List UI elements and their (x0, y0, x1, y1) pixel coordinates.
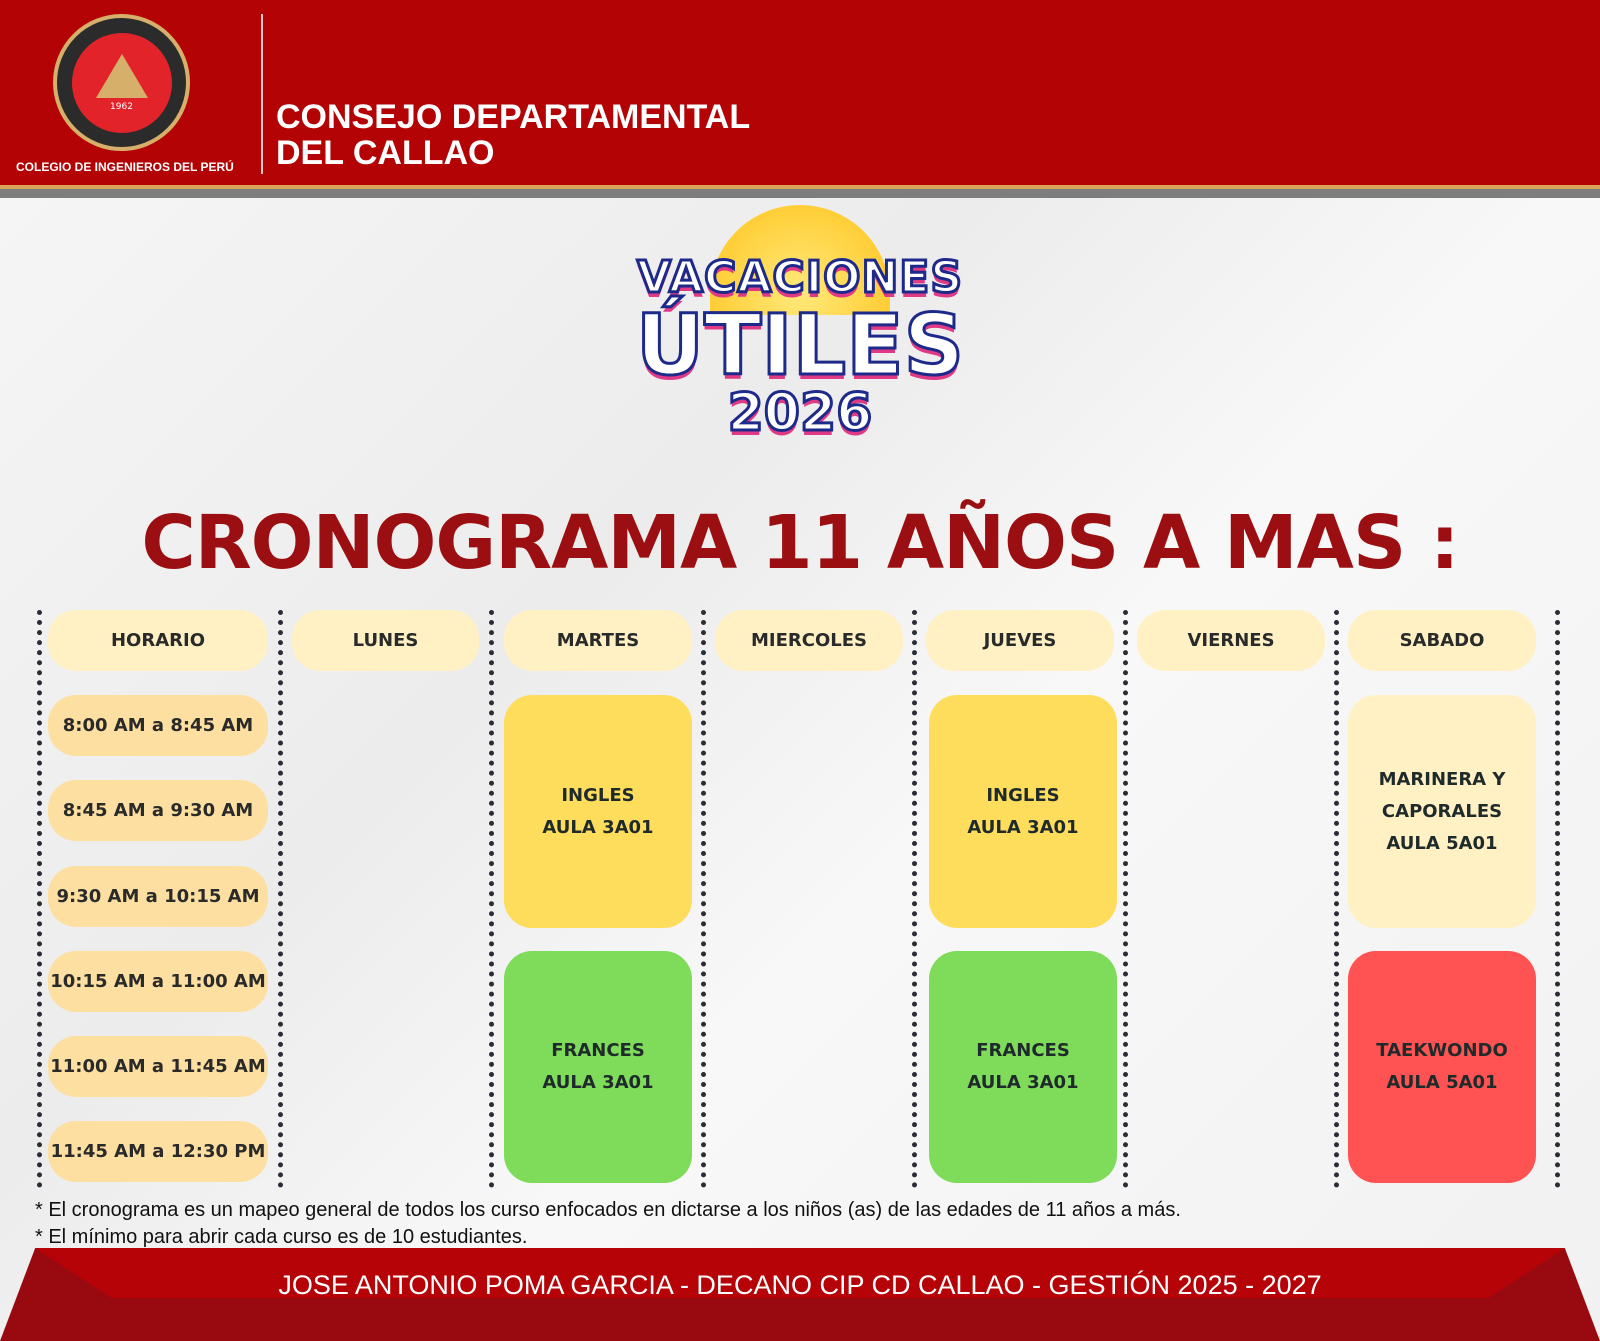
org-title-line2: DEL CALLAO (276, 133, 495, 172)
column-divider (37, 610, 42, 1188)
course-room: AULA 3A01 (967, 816, 1079, 838)
course-room: AULA 3A01 (542, 816, 654, 838)
course-room: AULA 5A01 (1386, 832, 1498, 854)
column-divider (278, 610, 283, 1188)
course-block-martes-frances: FRANCES AULA 3A01 (504, 951, 692, 1183)
time-slot: 9:30 AM a 10:15 AM (48, 866, 268, 927)
course-name: FRANCES (976, 1040, 1070, 1061)
column-header-martes: MARTES (504, 610, 692, 671)
time-slot: 8:45 AM a 9:30 AM (48, 780, 268, 841)
course-name: INGLES (986, 784, 1060, 806)
course-block-sabado-marinera: MARINERA Y CAPORALES AULA 5A01 (1348, 695, 1536, 928)
event-logo: VACACIONES ÚTILES 2026 (580, 210, 1020, 480)
course-block-martes-ingles: INGLES AULA 3A01 (504, 695, 692, 928)
course-name: INGLES (561, 784, 635, 806)
course-block-sabado-taekwondo: TAEKWONDO AULA 5A01 (1348, 951, 1536, 1183)
column-divider (912, 610, 917, 1188)
column-divider (701, 610, 706, 1188)
column-header-horario: HORARIO (48, 610, 268, 671)
event-logo-line1: VACACIONES (635, 250, 964, 304)
column-header-jueves: JUEVES (926, 610, 1114, 671)
cip-triangle-icon (95, 53, 148, 98)
event-logo-line2: ÚTILES (634, 295, 965, 394)
column-divider (1334, 610, 1339, 1188)
course-room: AULA 5A01 (1386, 1072, 1498, 1093)
page-title: CRONOGRAMA 11 AÑOS A MAS : (141, 500, 1459, 586)
column-header-sabado: SABADO (1348, 610, 1536, 671)
time-slot: 11:45 AM a 12:30 PM (48, 1121, 268, 1182)
time-slot: 8:00 AM a 8:45 AM (48, 695, 268, 756)
org-title: CONSEJO DEPARTAMENTAL DEL CALLAO (276, 98, 751, 172)
cip-seal-logo: 1962 (53, 14, 190, 151)
note-2: * El mínimo para abrir cada curso es de … (35, 1226, 528, 1248)
course-block-jueves-ingles: INGLES AULA 3A01 (929, 695, 1117, 928)
course-name: TAEKWONDO (1376, 1040, 1508, 1061)
column-divider (1555, 610, 1560, 1188)
course-room: AULA 3A01 (542, 1072, 654, 1093)
time-slot: 11:00 AM a 11:45 AM (48, 1036, 268, 1097)
course-name-line1: MARINERA Y (1378, 768, 1506, 790)
header-gray-stripe (0, 189, 1600, 198)
event-logo-line3: 2026 (726, 382, 874, 443)
course-block-jueves-frances: FRANCES AULA 3A01 (929, 951, 1117, 1183)
course-name-line2: CAPORALES (1381, 800, 1503, 822)
column-header-lunes: LUNES (292, 610, 479, 671)
course-name: FRANCES (551, 1040, 645, 1061)
seal-caption: COLEGIO DE INGENIEROS DEL PERÚ (16, 160, 234, 174)
seal-year: 1962 (110, 101, 133, 112)
time-slot: 10:15 AM a 11:00 AM (48, 951, 268, 1012)
header-gold-stripe (0, 185, 1600, 189)
org-title-line1: CONSEJO DEPARTAMENTAL (276, 98, 751, 136)
course-room: AULA 3A01 (967, 1072, 1079, 1093)
note-1: * El cronograma es un mapeo general de t… (35, 1199, 1181, 1221)
header-bar (0, 0, 1600, 185)
column-divider (1123, 610, 1128, 1188)
column-divider (489, 610, 494, 1188)
column-header-viernes: VIERNES (1137, 610, 1325, 671)
footer-text: JOSE ANTONIO POMA GARCIA - DECANO CIP CD… (278, 1270, 1322, 1300)
footer-band (35, 1248, 1565, 1298)
header-divider (261, 14, 263, 174)
column-header-miercoles: MIERCOLES (715, 610, 903, 671)
